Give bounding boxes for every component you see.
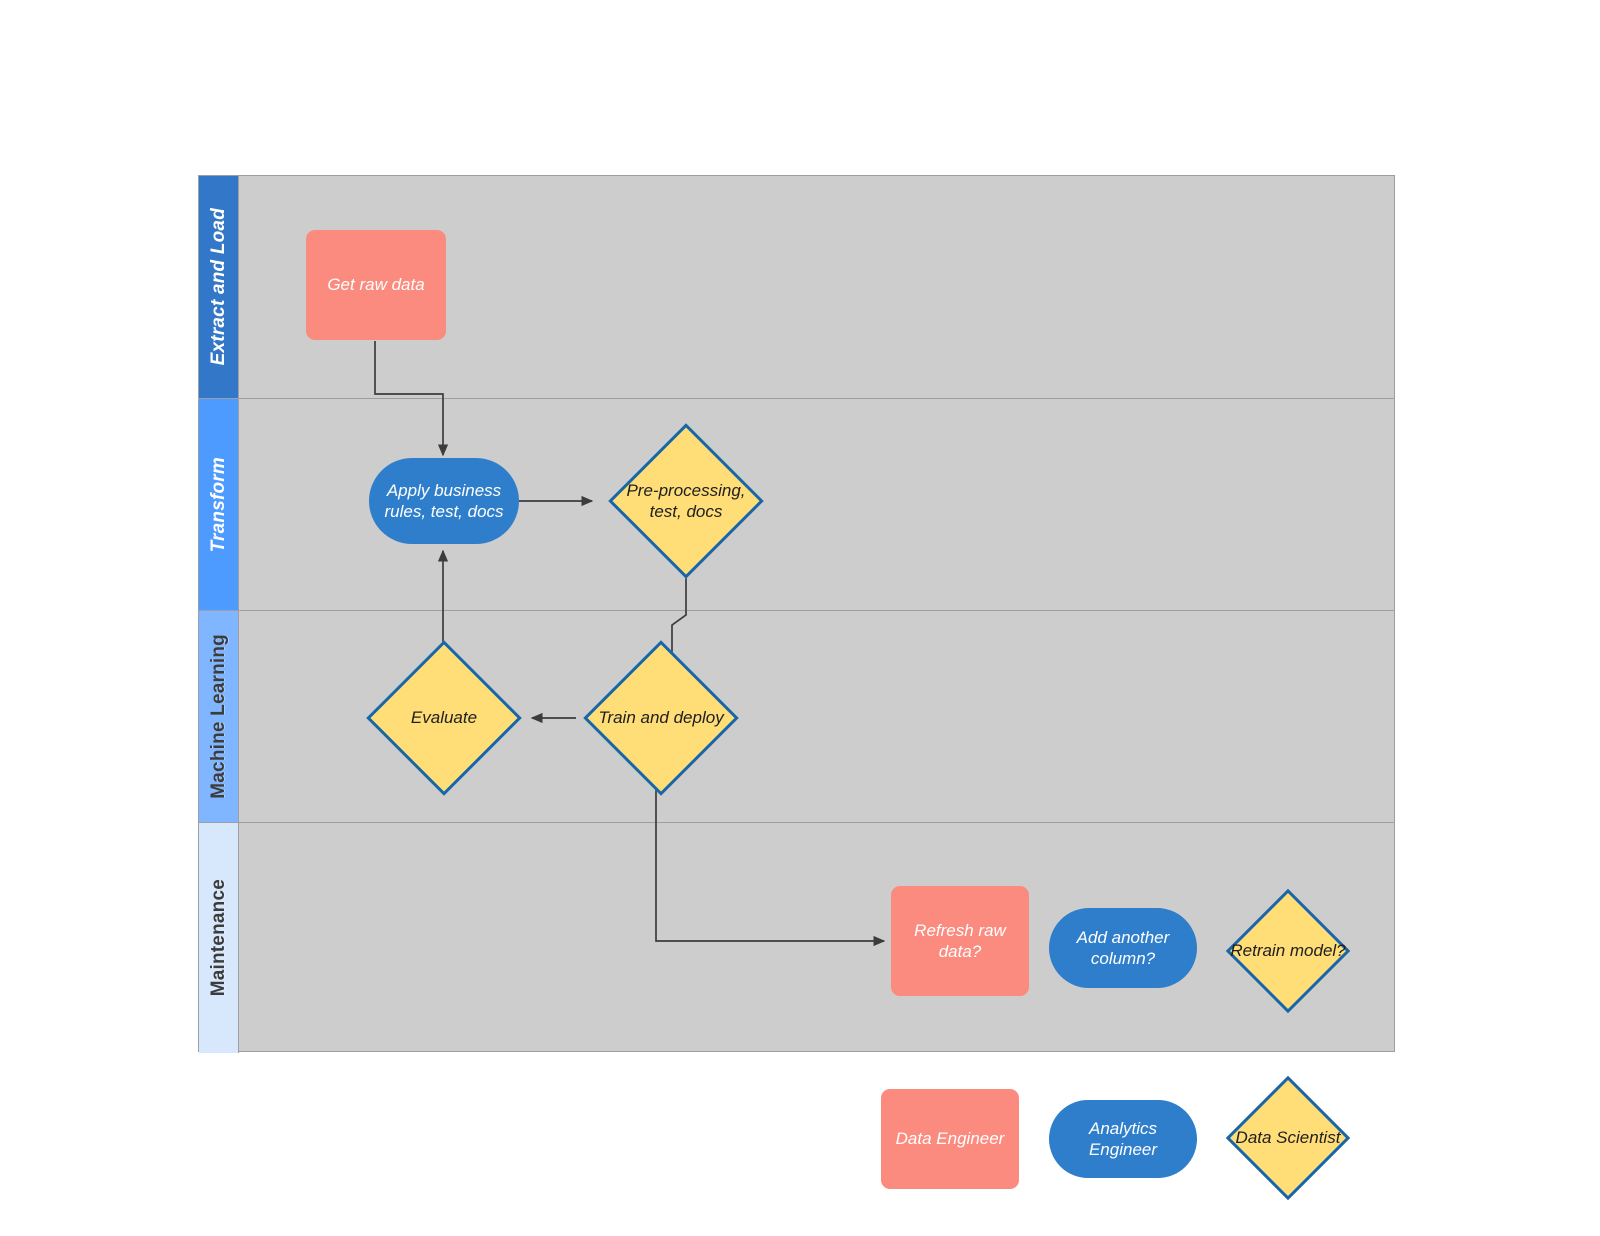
legend-item-data-scientist: Data Scientist [1213, 1075, 1363, 1201]
node-get-raw-data[interactable]: Get raw data [306, 230, 446, 340]
node-evaluate[interactable]: Evaluate [355, 640, 533, 796]
lane-header-extract-and-load[interactable]: Extract and Load [199, 176, 239, 398]
lane-label-extract-and-load: Extract and Load [207, 208, 229, 366]
node-apply-business-rules[interactable]: Apply business rules, test, docs [369, 458, 519, 544]
node-label-train-and-deploy: Train and deploy [598, 708, 724, 728]
node-pre-processing[interactable]: Pre-processing, test, docs [608, 423, 764, 579]
node-label-refresh-raw-data: Refresh raw data? [914, 920, 1006, 961]
node-label-add-another-column: Add another column? [1076, 927, 1170, 968]
node-train-and-deploy[interactable]: Train and deploy [572, 640, 750, 796]
lane-label-transform: Transform [207, 456, 229, 553]
legend-label-data-scientist: Data Scientist [1235, 1128, 1341, 1148]
lane-header-transform[interactable]: Transform [199, 399, 239, 610]
lane-transform: Transform [199, 399, 1394, 611]
legend-label-data-engineer: Data Engineer [895, 1129, 1005, 1149]
lane-maintenance: Maintenance [199, 823, 1394, 1053]
node-label-pre-processing: Pre-processing, test, docs [626, 480, 746, 521]
lane-label-maintenance: Maintenance [207, 879, 229, 997]
legend-item-data-engineer: Data Engineer [881, 1089, 1019, 1189]
node-retrain-model[interactable]: Retrain model? [1213, 888, 1363, 1014]
lane-extract-and-load: Extract and Load [199, 176, 1394, 399]
node-label-evaluate: Evaluate [410, 708, 478, 728]
legend-item-analytics-engineer: Analytics Engineer [1049, 1100, 1197, 1178]
node-label-get-raw-data: Get raw data [327, 275, 425, 295]
lane-header-maintenance[interactable]: Maintenance [199, 823, 239, 1053]
legend-label-analytics-engineer: Analytics Engineer [1088, 1118, 1158, 1159]
node-label-retrain-model: Retrain model? [1230, 941, 1346, 961]
node-add-another-column[interactable]: Add another column? [1049, 908, 1197, 988]
node-label-apply-business-rules: Apply business rules, test, docs [384, 480, 504, 521]
lane-label-machine-learning: Machine Learning [207, 634, 229, 799]
node-refresh-raw-data[interactable]: Refresh raw data? [891, 886, 1029, 996]
lane-header-machine-learning[interactable]: Machine Learning [199, 611, 239, 822]
